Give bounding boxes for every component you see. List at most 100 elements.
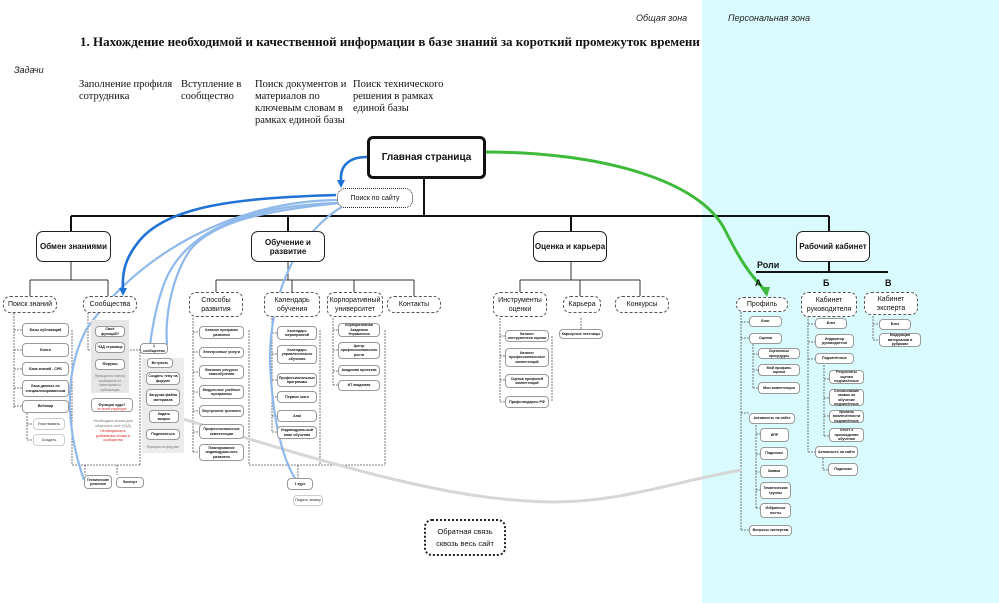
calendar-item[interactable]: Профессиональные программы <box>277 373 317 387</box>
task-item: Заполнение профиля сотрудника <box>79 79 173 102</box>
activity-item[interactable]: Подписки <box>760 447 788 460</box>
main-page-node[interactable]: Главная страница <box>367 136 486 179</box>
development-item[interactable]: Профессиональные компетенции <box>199 424 244 439</box>
apply-node[interactable]: Подать заявку <box>293 495 323 506</box>
calendar-item[interactable]: Индивидуальный план обучения <box>277 426 317 439</box>
extra-red-note: Необходимость добавления кнопки в сообще… <box>95 429 130 442</box>
site-search-node[interactable]: Поиск по сайту <box>337 188 413 208</box>
expert-item[interactable]: Модерация материалов в рубриках <box>879 333 921 347</box>
manager-item[interactable]: Подчинённые <box>815 353 854 364</box>
profile-item-assessment[interactable]: Оценка <box>749 333 782 344</box>
forum-item-ask[interactable]: Задать вопрос <box>149 410 179 423</box>
calendar-item[interactable]: Anal <box>277 410 317 422</box>
subordinates-item[interactable]: Уровень вовлечённости подчинённых <box>829 410 864 423</box>
assessment-tools-node[interactable]: Инструменты оценки <box>493 292 547 317</box>
development-item[interactable]: Электронные услуги <box>199 347 244 358</box>
forum-item-create-topic[interactable]: Создать тему на форуме <box>146 372 180 385</box>
activity-item[interactable]: Тематические группы <box>760 482 791 499</box>
manager-activity-item[interactable]: Подписки <box>828 463 858 476</box>
feedback-node[interactable]: Обратная связь сквозь весь сайт <box>424 519 506 556</box>
roles-label: Роли <box>757 260 780 270</box>
development-ways-node[interactable]: Способы развития <box>189 292 243 317</box>
webinar-participate[interactable]: Участвовать <box>33 418 65 430</box>
development-item[interactable]: Внутренние тренинги <box>199 405 244 417</box>
community-item[interactable]: ЧЗД страница <box>95 342 125 353</box>
manager-item[interactable]: Блог <box>815 318 847 329</box>
assessment-tool-item[interactable]: Оценка профилей компетенций <box>505 374 549 388</box>
knowledge-search-item[interactable]: База данных по специализированным <box>22 380 69 397</box>
corporate-university-node[interactable]: Корпоративный университет <box>327 292 383 317</box>
assessment-item[interactable]: Мои компетенции <box>758 382 800 394</box>
manager-cabinet-node[interactable]: Кабинет руководителя <box>801 292 857 317</box>
webinar-node[interactable]: Вебинар <box>22 400 69 413</box>
task-item: Поиск документов и материалов по ключевы… <box>255 79 347 126</box>
career-item[interactable]: Карьерные лестницы <box>559 329 603 339</box>
task-item: Поиск технического решения в рамках един… <box>353 79 444 114</box>
knowledge-search-item[interactable]: Блоги <box>22 343 69 357</box>
university-item[interactable]: Корпоративная Академия Управления <box>338 323 380 337</box>
knowledge-search-item[interactable]: Базы публикаций <box>22 323 69 337</box>
webinar-create[interactable]: Создать <box>33 434 65 446</box>
calendar-item[interactable]: Календарь управленческого обучения <box>277 345 317 364</box>
development-item[interactable]: Модульные учебные программы <box>199 385 244 399</box>
forum-community-node[interactable]: 1 сообщество <box>140 343 168 354</box>
manager-item-activity[interactable]: Активность на сайте <box>815 446 858 458</box>
development-item[interactable]: Внешние ресурсы самообучения <box>199 365 244 379</box>
career-node[interactable]: Карьера <box>563 296 601 313</box>
subordinates-item[interactable]: Согласование заявок на обучение подчинён… <box>829 389 864 406</box>
tasks-label: Задачи <box>14 65 44 75</box>
knowledge-search-item[interactable]: База знаний - СРБ <box>22 362 69 376</box>
page-title: 1. Нахождение необходимой и качественной… <box>80 34 700 49</box>
university-item[interactable]: Академия проектов <box>338 365 380 376</box>
assessment-tool-item[interactable]: Каталог профессиональных компетенций <box>505 348 549 367</box>
university-item[interactable]: ИТ академия <box>338 380 380 391</box>
contacts-node[interactable]: Контакты <box>387 296 441 313</box>
subordinates-item[interactable]: Результаты оценки подчинённых <box>829 370 864 384</box>
profile-item-blog[interactable]: Блог <box>749 316 782 327</box>
section-work-cabinet[interactable]: Рабочий кабинет <box>796 231 870 262</box>
role-a-label: А <box>755 278 762 288</box>
knowledge-search-node[interactable]: Поиск знаний <box>3 296 57 313</box>
community-item[interactable]: Форумы <box>95 359 125 370</box>
profile-item-activity[interactable]: Активность на сайте <box>749 413 795 424</box>
faq-node[interactable]: Функция чудо? <box>91 398 133 412</box>
forum-caption: Функции на форуме <box>146 445 180 449</box>
assessment-tool-item[interactable]: Каталог инструментов оценки <box>505 330 549 342</box>
development-item[interactable]: Каталог программ развития <box>199 326 244 339</box>
expert-cabinet-node[interactable]: Кабинет эксперта <box>864 292 918 315</box>
communities-node[interactable]: Сообщества <box>83 296 137 313</box>
assessment-item[interactable]: Мой профиль оценки <box>758 364 800 376</box>
development-item[interactable]: Планирование индивидуального развития <box>199 444 244 461</box>
forum-item-subscribe[interactable]: Подписаться <box>146 429 180 440</box>
section-career[interactable]: Оценка и карьера <box>533 231 607 262</box>
profile-node[interactable]: Профиль <box>736 297 788 312</box>
activity-item[interactable]: Избранные посты <box>760 503 791 518</box>
forum-item-join[interactable]: Вступить <box>147 358 173 368</box>
role-b-label: Б <box>823 278 830 288</box>
forum-item-upload[interactable]: Загрузка файла материала <box>146 389 180 406</box>
course-node[interactable]: 1 курс <box>287 478 313 490</box>
section-knowledge-exchange[interactable]: Обмен знаниями <box>36 231 111 262</box>
feedback-curve <box>169 413 743 504</box>
activity-item[interactable]: Заявки <box>760 465 788 478</box>
assessment-tool-item[interactable]: Профстандарты РФ <box>505 396 549 408</box>
contests-node[interactable]: Конкурсы <box>615 296 669 313</box>
section-learning[interactable]: Обучение и развитие <box>251 231 325 262</box>
calendar-item[interactable]: Первые шаги <box>277 391 317 403</box>
expert-node[interactable]: Эксперт <box>116 477 144 488</box>
expert-item[interactable]: Блог <box>879 319 911 330</box>
university-item[interactable]: Центр профессионального роста <box>338 342 380 359</box>
subordinates-item[interactable]: Отчёт о прохождении обучения <box>829 428 864 442</box>
community-note: Функции по поиску сообществ по категория… <box>94 374 126 392</box>
personal-zone-label: Персональная зона <box>728 13 811 23</box>
learning-calendar-node[interactable]: Календарь обучения <box>264 292 320 317</box>
manager-item[interactable]: Индикатор руководителя <box>815 334 854 348</box>
assessment-item[interactable]: Оценочные процедуры <box>758 348 800 359</box>
task-item: Вступление в сообщество <box>181 79 242 102</box>
profile-item-expert-questions[interactable]: Вопросы экспертам <box>749 525 792 536</box>
tech-solutions-node[interactable]: Технические решения <box>84 475 112 489</box>
calendar-item[interactable]: Календарь мероприятий <box>277 326 317 340</box>
community-item[interactable]: Своё функций? <box>95 326 125 337</box>
activity-item[interactable]: ИПР <box>760 428 789 442</box>
